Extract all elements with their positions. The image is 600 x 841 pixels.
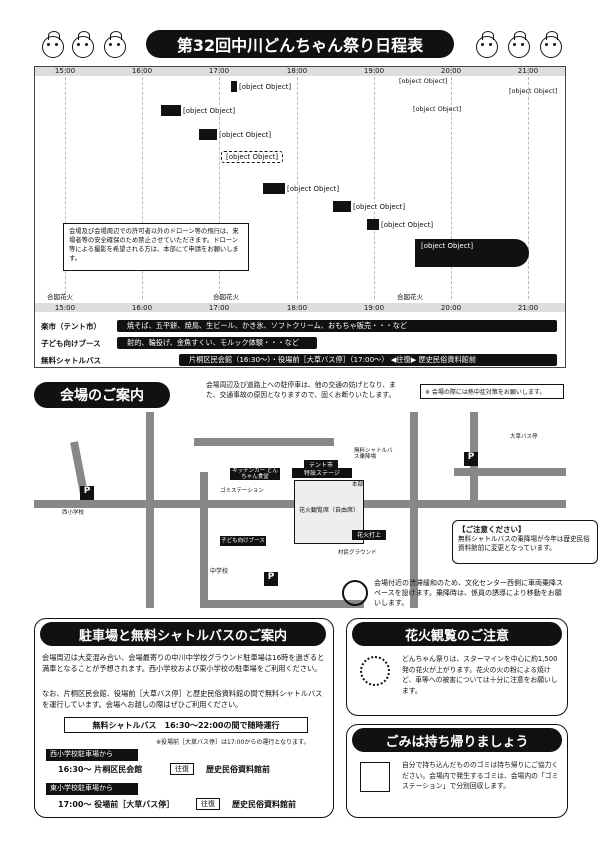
launch-label: 花火打上 bbox=[352, 530, 386, 540]
route1-title: 西小学校駐車場から bbox=[46, 749, 138, 761]
kitchen-label: キッチンカー どんちゃん食堂 bbox=[230, 468, 280, 480]
hour-label: 15:00 bbox=[54, 67, 76, 75]
event-opening: [object Object] bbox=[231, 81, 292, 92]
hour-label: 18:00 bbox=[286, 67, 308, 75]
mascot-icon bbox=[72, 31, 94, 58]
row-bar: 射的、輪投げ、金魚すくい、モルック体験・・・など bbox=[117, 337, 317, 349]
mascot-icon bbox=[476, 31, 498, 58]
signal-fire-label: 合図花火 bbox=[47, 293, 73, 301]
parking-p1: 会場周辺は大変混み合い、会場最寄りの中川中学校グラウンド駐車場は16時を過ぎると… bbox=[42, 653, 325, 673]
shuttle-stop-label: 無料シャトルバス乗降場 bbox=[354, 448, 393, 460]
trash-label: ゴミステーション bbox=[220, 488, 264, 494]
hour-label: 19:00 bbox=[363, 67, 385, 75]
tent-label: テント市 bbox=[304, 460, 338, 470]
bus-box: 無料シャトルバス 16:30～22:00の間で随時運行 bbox=[64, 717, 308, 733]
hour-label: 20:00 bbox=[440, 67, 462, 75]
row-label: 楽市（テント市） bbox=[41, 321, 101, 331]
parking-p2: なお、片桐区民会館、役場前［大草バス停］と歴史民俗資料館の間で無料シャトルバスを… bbox=[42, 689, 323, 709]
hour-label: 15:00 bbox=[54, 304, 76, 312]
firework-icon bbox=[360, 656, 390, 686]
garbage-heading: ごみは持ち帰りましょう bbox=[352, 728, 562, 752]
caution-text: 無料シャトルバスの乗降場が今年は歴史民俗資料館前に変更となっています。 bbox=[458, 535, 590, 552]
mascot-icon bbox=[104, 31, 126, 58]
destination: 歴史民俗資料館前 bbox=[206, 765, 270, 774]
school-label: 中学校 bbox=[210, 568, 229, 575]
route1-time: 16:30～ 片桐区民会館 bbox=[58, 765, 143, 774]
trash-can-icon bbox=[360, 762, 390, 792]
drone-notice: 会場及び会場周辺での許可者以外のドローン等の飛行は、来場者等の安全確保のため禁止… bbox=[63, 223, 249, 271]
kids-label: 子ども向けブース bbox=[220, 536, 266, 546]
event-fireworks: [object Object] bbox=[415, 239, 529, 267]
traffic-note: 会場付近の渋滞緩和のため、文化センター西側に車両乗降スペースを設けます。乗降時は… bbox=[374, 579, 563, 607]
signal-fire-label: 合図花火 bbox=[397, 293, 423, 301]
caution-title: 【ご注意ください】 bbox=[458, 525, 526, 534]
nishi-label: 西小学校 bbox=[62, 510, 85, 516]
row-label: 子ども向けブース bbox=[41, 338, 101, 348]
row-bar: 片桐区民会館（16:30～）・役場前［大草バス停］（17:00～） ◀往復▶ 歴… bbox=[179, 354, 557, 366]
hour-label: 21:00 bbox=[517, 304, 539, 312]
event-comedy: [object Object] bbox=[161, 105, 236, 116]
hq-label: 本部 bbox=[352, 482, 364, 488]
venue-notice: 会場周辺及び道路上への駐停車は、他の交通の妨げとなり、また、交通事故の原因となり… bbox=[206, 381, 396, 399]
hour-label: 20:00 bbox=[440, 304, 462, 312]
schedule-timeline: 15:00 16:00 17:00 18:00 19:00 20:00 21:0… bbox=[34, 66, 566, 368]
garbage-section bbox=[346, 724, 568, 818]
mascot-icon bbox=[540, 31, 562, 58]
rotation-icon bbox=[342, 580, 368, 606]
mascot-icon bbox=[42, 31, 64, 58]
hour-label: 19:00 bbox=[363, 304, 385, 312]
hour-label: 18:00 bbox=[286, 304, 308, 312]
mascot-icon bbox=[508, 31, 530, 58]
destination: 歴史民俗資料館前 bbox=[232, 800, 296, 809]
hour-label: 16:00 bbox=[131, 67, 153, 75]
bus-note: ※役場前［大草バス停］は17:00からの運行となります。 bbox=[156, 739, 310, 746]
row-label: 無料シャトルバス bbox=[41, 355, 101, 365]
venue-heading: 会場のご案内 bbox=[34, 382, 170, 408]
heat-note: ※ 会場の際には熱中症対策をお願いします。 bbox=[420, 384, 564, 399]
parking-section bbox=[34, 618, 334, 818]
signal-fire-label: 合図花火 bbox=[213, 293, 239, 301]
event-kids-dance: [object Object] bbox=[199, 129, 272, 140]
event-chair-greeting: [object Object] bbox=[399, 77, 448, 85]
hour-label: 17:00 bbox=[208, 67, 230, 75]
roundtrip-badge: 往復 bbox=[170, 763, 194, 775]
fireworks-section bbox=[346, 618, 568, 716]
garbage-text: 自分で持ち込んだもののゴミは持ち帰りにご協力ください。会場内で発生するゴミは、会… bbox=[402, 761, 559, 790]
stage-label: 特設ステージ bbox=[292, 468, 352, 478]
event-fire-brigade: [object Object] bbox=[413, 105, 462, 113]
venue-map: 花火観覧席（自由席） 特設ステージ キッチンカー どんちゃん食堂 テント市 花火… bbox=[34, 412, 598, 608]
parking-icon: P bbox=[264, 572, 278, 586]
hour-label: 16:00 bbox=[131, 304, 153, 312]
route2-time: 17:00～ 役場前［大草バス停］ bbox=[58, 800, 175, 809]
roundtrip-badge: 往復 bbox=[196, 798, 220, 810]
parking-heading: 駐車場と無料シャトルバスのご案内 bbox=[40, 622, 326, 646]
caution-box: 【ご注意ください】 無料シャトルバスの乗降場が今年は歴史民俗資料館前に変更となっ… bbox=[452, 520, 598, 564]
parking-icon: P bbox=[80, 486, 94, 500]
bus-stop-label: 大草バス停 bbox=[510, 434, 538, 440]
event-closing: [object Object] bbox=[509, 87, 558, 95]
event-african-drum: [object Object] bbox=[333, 201, 406, 212]
event-bingo: [object Object] bbox=[263, 183, 340, 194]
route2-title: 東小学校駐車場から bbox=[46, 783, 138, 795]
page-title: 第32回中川どんちゃん祭り日程表 bbox=[146, 30, 454, 58]
fireworks-heading: 花火観覧のご注意 bbox=[352, 622, 562, 646]
event-jinba-drum: [object Object] bbox=[367, 219, 434, 230]
hour-label: 21:00 bbox=[517, 67, 539, 75]
event-bingo-card: [object Object] bbox=[221, 151, 284, 163]
fireworks-text: どんちゃん祭りは、スターマインを中心に約1,500発の花火が上がります。花火の火… bbox=[402, 655, 558, 695]
parking-icon: P bbox=[464, 452, 478, 466]
row-bar: 焼そば、五平餅、焼鳥、生ビール、かき氷、ソフトクリーム、おもちゃ販売・・・など bbox=[117, 320, 557, 332]
hour-label: 17:00 bbox=[208, 304, 230, 312]
ground-label: 村民グラウンド bbox=[338, 550, 377, 556]
